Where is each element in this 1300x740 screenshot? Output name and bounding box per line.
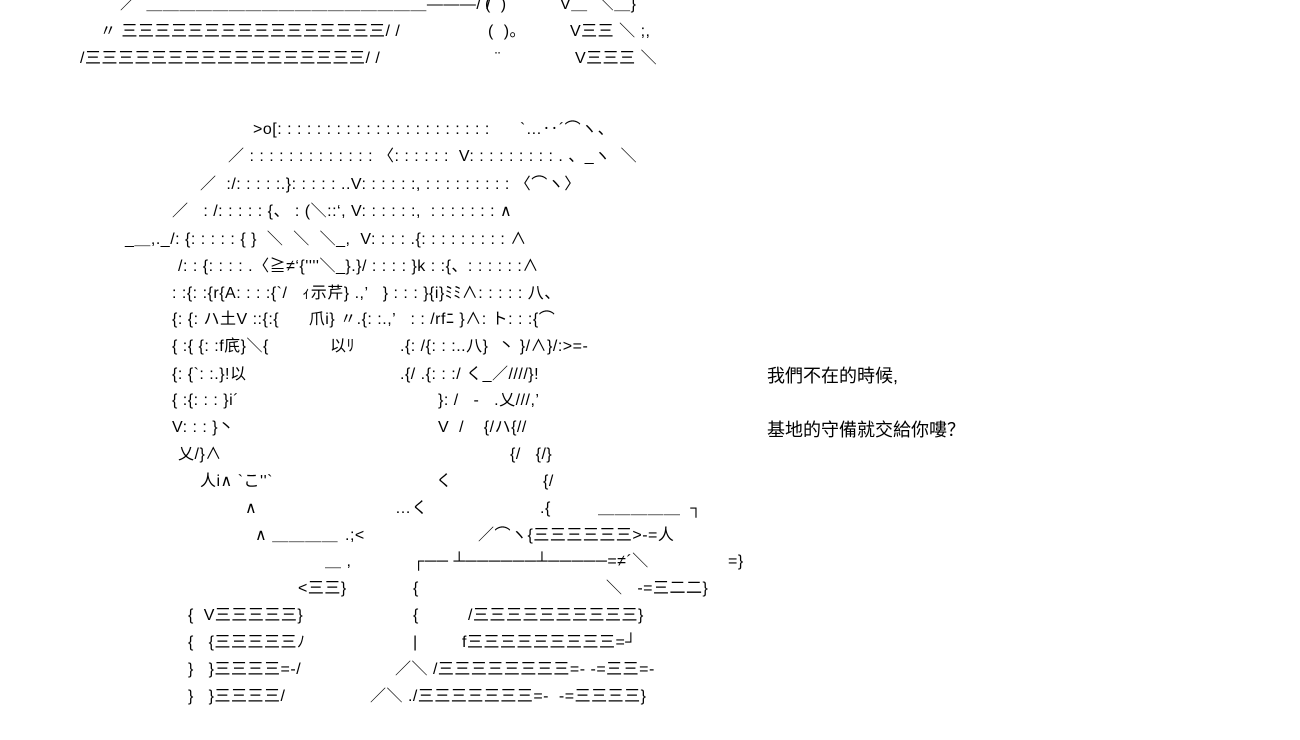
- art-line: `…‥´⌒ヽ、: [520, 121, 615, 138]
- art-line: /三三三三三三三三三三三三三三三三三/ /: [80, 50, 381, 67]
- art-line: ／ ＿＿＿＿＿＿＿＿＿＿＿＿＿＿＿＿＿―――/ /: [120, 0, 492, 13]
- art-line: V三三 ＼ ;,: [570, 23, 651, 40]
- art-line: { :{ {: :f㡳}＼{: [172, 338, 269, 355]
- art-line: /: : {: : : : .〈≧≠‘{''''＼_}.}/ : : : : }…: [178, 258, 539, 275]
- art-line: ＼ -=三二二}: [606, 580, 709, 597]
- art-line: く: [436, 473, 453, 490]
- art-line: .{/ .{: : :/ く_／////}!: [400, 366, 540, 383]
- art-line: ／＼ ./三三三三三三三=‐ -=三三三三}: [370, 688, 647, 705]
- art-line: <三三}: [298, 580, 347, 597]
- art-line: {: {`: :.}!以: [172, 366, 247, 383]
- art-line: { :{: : : }i´: [172, 392, 239, 409]
- art-line: V / {/ハ{//: [438, 419, 527, 436]
- art-line: : :{: :{r{A: : : :{`/ ｨ示芹} .,’ } : : : }…: [172, 285, 561, 302]
- dialogue-line-2: 基地的守備就交給你嘍？: [767, 420, 965, 440]
- art-line: ／ : /: : : : : {、 : (＼::‘, V: : : : : :,…: [172, 203, 513, 220]
- art-line: …く: [395, 500, 429, 517]
- art-line: } }三三三三=‐/: [188, 661, 302, 678]
- art-line: ( )。: [488, 23, 527, 40]
- art-line: V: : : }丶: [172, 419, 235, 436]
- art-line: ／ : : : : : : : : : : : : : 〈: : : : : :…: [228, 148, 638, 165]
- art-line: {: {: ハ土V ::{:{ 爪i} 〃.{: :.,’ : : /rfﾆ }…: [172, 311, 556, 328]
- art-line: ＿＿＿＿＿ ┐: [598, 500, 703, 517]
- art-line: ( ): [485, 0, 507, 13]
- art-line: .{: /{: : :..八} 丶 }/∧}/:>=‐: [400, 338, 589, 355]
- art-line: ／ :/: : : : :.}: : : : : ..V: : : : : :,…: [200, 176, 581, 193]
- art-line: { {三三三三三ﾉ: [188, 634, 306, 651]
- art-line: V＿ ＼＿}: [560, 0, 637, 13]
- art-line: ¨: [495, 50, 501, 67]
- art-line: }: / ‐ .乂///,’: [438, 392, 540, 409]
- art-line: {/: [543, 473, 554, 490]
- art-line: ＿ ,: [325, 553, 352, 570]
- art-line: {: [413, 607, 419, 624]
- art-line: f三三三三三三三三三=┘: [462, 634, 638, 651]
- art-line: |: [413, 634, 418, 651]
- art-line: ／＼ /三三三三三三三三=‐ -=三三=-: [395, 661, 655, 678]
- art-line: /三三三三三三三三三三}: [468, 607, 644, 624]
- art-line: V三三三 ＼: [575, 50, 658, 67]
- art-line: >o[: : : : : : : : : : : : : : : : : : :…: [253, 121, 490, 138]
- art-line: ┌── ┴──────┴─────=≠´＼: [413, 553, 649, 570]
- art-line: {: [413, 580, 419, 597]
- art-line: .;<: [345, 527, 365, 544]
- art-line: 乂/}∧: [178, 446, 222, 463]
- art-line: _＿,._/: {: : : : : { } ＼ ＼ ＼_, V: : : : …: [125, 231, 527, 248]
- art-line: =}: [728, 553, 744, 570]
- art-line: } }三三三三/: [188, 688, 286, 705]
- art-line: ∧ ＿＿＿＿: [255, 527, 339, 544]
- art-line: 〃 三三三三三三三三三三三三三三三三/ /: [100, 23, 401, 40]
- dialogue-line-1: 我們不在的時候,: [767, 366, 899, 386]
- art-line: {/ {/}: [510, 446, 553, 463]
- art-line: .{: [540, 500, 551, 517]
- art-line: ／⌒ヽ{三三三三三三>‐=人: [478, 527, 675, 544]
- art-line: 以ﾘ: [330, 338, 356, 355]
- art-line: { V三三三三三}: [188, 607, 304, 624]
- art-line: 人i∧ `こ''`: [200, 473, 273, 490]
- art-line: ∧: [245, 500, 258, 517]
